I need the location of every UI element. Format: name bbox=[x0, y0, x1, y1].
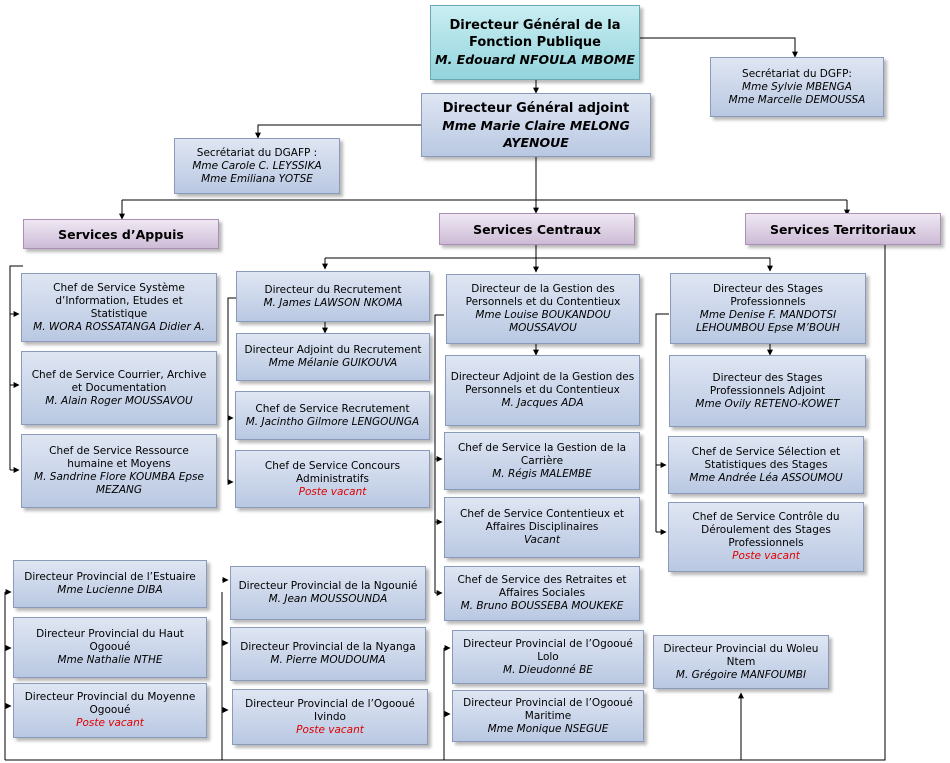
province-name-ogooue-maritime: Mme Monique NSEGUE bbox=[487, 722, 609, 735]
gestion-chef1-title: Chef de Service la Gestion de la Carrièr… bbox=[457, 441, 627, 467]
stages-chef1-title: Chef de Service Sélection et Statistique… bbox=[691, 445, 841, 471]
appuis-name-3: M. Sandrine Flore KOUMBA Epse MEZANG bbox=[34, 471, 204, 496]
gestion-chef3-title: Chef de Service des Retraites et Affaire… bbox=[457, 574, 627, 599]
category-appuis-label: Services d’Appuis bbox=[58, 226, 184, 242]
recrutement-director-name: M. James LAWSON NKOMA bbox=[263, 296, 403, 309]
recrutement-chef2-title: Chef de Service Concours Administratifs bbox=[264, 459, 401, 485]
appuis-title-3: Chef de Service Ressource humaine et Moy… bbox=[49, 445, 189, 470]
province-box-ogooue-maritime: Directeur Provincial de l’Ogooué Maritim… bbox=[452, 690, 644, 742]
province-box-ogooue-lolo: Directeur Provincial de l’Ogooué Lolo M.… bbox=[452, 630, 644, 684]
sec-dgfp-box: Secrétariat du DGFP: Mme Sylvie MBENGA M… bbox=[710, 57, 884, 117]
appuis-title-1: Chef de Service Système d’Information, E… bbox=[53, 281, 185, 320]
province-name-moyenne-ogooue: Poste vacant bbox=[76, 717, 144, 729]
category-services-territoriaux: Services Territoriaux bbox=[745, 213, 941, 245]
appuis-box-2: Chef de Service Courrier, Archive et Doc… bbox=[21, 351, 217, 425]
province-name-woleu-ntem: M. Grégoire MANFOUMBI bbox=[675, 668, 807, 681]
province-title-ogooue-ivindo: Directeur Provincial de l’Ogooué Ivindo bbox=[245, 697, 415, 723]
province-title-estuaire: Directeur Provincial de l’Estuaire bbox=[24, 571, 196, 583]
appuis-title-2: Chef de Service Courrier, Archive et Doc… bbox=[31, 368, 207, 394]
gestion-director-box: Directeur de la Gestion des Personnels e… bbox=[446, 274, 640, 344]
province-name-ngounie: M. Jean MOUSSOUNDA bbox=[268, 593, 388, 605]
stages-director-name: Mme Denise F. MANDOTSI LEHOUMBOU Epse M’… bbox=[696, 308, 840, 334]
stages-adjoint-box: Directeur des Stages Professionnels Adjo… bbox=[669, 355, 866, 427]
province-name-haut-ogooue: Mme Nathalie NTHE bbox=[57, 654, 163, 666]
recrutement-adjoint-title: Directeur Adjoint du Recrutement bbox=[244, 344, 422, 356]
province-box-estuaire: Directeur Provincial de l’Estuaire Mme L… bbox=[13, 560, 207, 608]
gestion-adjoint-box: Directeur Adjoint de la Gestion des Pers… bbox=[445, 355, 640, 426]
dga-box: Directeur Général adjoint Mme Marie Clai… bbox=[421, 93, 651, 157]
province-title-nyanga: Directeur Provincial de la Nyanga bbox=[240, 641, 416, 653]
sec-dgfp-name-1: Mme Sylvie MBENGA bbox=[742, 80, 852, 93]
dg-name: M. Edouard NFOULA MBOME bbox=[435, 52, 635, 67]
category-territoriaux-label: Services Territoriaux bbox=[769, 221, 917, 237]
sec-dgafp-box: Secrétariat du DGAFP : Mme Carole C. LEY… bbox=[174, 138, 340, 194]
gestion-chef1-box: Chef de Service la Gestion de la Carrièr… bbox=[444, 432, 640, 490]
appuis-name-1: M. WORA ROSSATANGA Didier A. bbox=[33, 320, 205, 333]
recrutement-adjoint-box: Directeur Adjoint du Recrutement Mme Mél… bbox=[236, 333, 430, 381]
appuis-box-3: Chef de Service Ressource humaine et Moy… bbox=[21, 434, 217, 508]
sec-dgafp-title: Secrétariat du DGAFP : bbox=[196, 146, 318, 159]
gestion-chef2-title: Chef de Service Contentieux et Affaires … bbox=[459, 508, 624, 533]
recrutement-chef1-box: Chef de Service Recrutement M. Jacintho … bbox=[235, 391, 430, 440]
gestion-chef3-name: M. Bruno BOUSSEBA MOUKEKE bbox=[460, 600, 624, 612]
dga-name: Mme Marie Claire MELONG AYENOUE bbox=[442, 117, 630, 150]
recrutement-chef2-box: Chef de Service Concours Administratifs … bbox=[235, 450, 430, 508]
stages-director-title: Directeur des Stages Professionnels bbox=[713, 282, 823, 308]
sec-dgfp-title: Secrétariat du DGFP: bbox=[742, 67, 852, 80]
stages-chef1-name: Mme Andrée Léa ASSOUMOU bbox=[689, 471, 843, 484]
province-box-haut-ogooue: Directeur Provincial du Haut Ogooué Mme … bbox=[13, 617, 207, 678]
dg-title: Directeur Général de la Fonction Publiqu… bbox=[449, 18, 621, 50]
province-title-ngounie: Directeur Provincial de la Ngounié bbox=[238, 580, 418, 592]
province-title-ogooue-maritime: Directeur Provincial de l’Ogooué Maritim… bbox=[463, 696, 633, 722]
recrutement-adjoint-name: Mme Mélanie GUIKOUVA bbox=[268, 357, 398, 369]
province-name-ogooue-lolo: M. Dieudonné BE bbox=[503, 663, 593, 676]
gestion-director-title: Directeur de la Gestion des Personnels e… bbox=[465, 283, 621, 308]
province-box-woleu-ntem: Directeur Provincial du Woleu Ntem M. Gr… bbox=[653, 635, 829, 689]
stages-director-box: Directeur des Stages Professionnels Mme … bbox=[670, 273, 866, 344]
province-box-nyanga: Directeur Provincial de la Nyanga M. Pie… bbox=[230, 627, 426, 681]
gestion-chef1-name: M. Régis MALEMBE bbox=[492, 467, 592, 480]
stages-chef2-title: Chef de Service Contrôle du Déroulement … bbox=[692, 511, 840, 549]
dg-box: Directeur Général de la Fonction Publiqu… bbox=[430, 5, 640, 80]
recrutement-chef1-name: M. Jacintho Gilmore LENGOUNGA bbox=[245, 415, 420, 428]
province-title-ogooue-lolo: Directeur Provincial de l’Ogooué Lolo bbox=[463, 637, 633, 663]
province-box-ogooue-ivindo: Directeur Provincial de l’Ogooué Ivindo … bbox=[232, 689, 428, 745]
gestion-adjoint-name: M. Jacques ADA bbox=[501, 397, 584, 409]
category-centraux-label: Services Centraux bbox=[473, 221, 601, 237]
province-name-estuaire: Mme Lucienne DIBA bbox=[57, 584, 163, 596]
stages-adjoint-title: Directeur des Stages Professionnels Adjo… bbox=[709, 371, 826, 397]
province-box-moyenne-ogooue: Directeur Provincial du Moyenne Ogooué P… bbox=[13, 683, 207, 738]
province-title-woleu-ntem: Directeur Provincial du Woleu Ntem bbox=[663, 642, 819, 668]
gestion-chef2-name: Vacant bbox=[524, 534, 560, 546]
category-services-appuis: Services d’Appuis bbox=[23, 219, 219, 249]
appuis-name-2: M. Alain Roger MOUSSAVOU bbox=[45, 394, 193, 407]
stages-chef2-name: Poste vacant bbox=[732, 550, 800, 562]
province-title-haut-ogooue: Directeur Provincial du Haut Ogooué bbox=[36, 628, 184, 653]
appuis-box-1: Chef de Service Système d’Information, E… bbox=[21, 273, 217, 342]
gestion-chef3-box: Chef de Service des Retraites et Affaire… bbox=[444, 566, 640, 621]
stages-chef2-box: Chef de Service Contrôle du Déroulement … bbox=[668, 502, 864, 572]
province-name-ogooue-ivindo: Poste vacant bbox=[296, 723, 364, 736]
province-box-ngounie: Directeur Provincial de la Ngounié M. Je… bbox=[230, 566, 426, 620]
recrutement-chef2-name: Poste vacant bbox=[298, 485, 367, 498]
gestion-chef2-box: Chef de Service Contentieux et Affaires … bbox=[444, 497, 640, 558]
sec-dgafp-name-1: Mme Carole C. LEYSSIKA bbox=[192, 159, 322, 172]
sec-dgafp-name-2: Mme Emiliana YOTSE bbox=[201, 172, 313, 185]
recrutement-director-box: Directeur du Recrutement M. James LAWSON… bbox=[236, 271, 430, 322]
category-services-centraux: Services Centraux bbox=[439, 213, 635, 245]
gestion-director-name: Mme Louise BOUKANDOU MOUSSAVOU bbox=[475, 309, 611, 334]
province-name-nyanga: M. Pierre MOUDOUMA bbox=[270, 654, 386, 666]
dga-title: Directeur Général adjoint bbox=[442, 100, 630, 116]
recrutement-director-title: Directeur du Recrutement bbox=[264, 283, 402, 296]
stages-adjoint-name: Mme Ovily RETENO-KOWET bbox=[695, 397, 840, 410]
gestion-adjoint-title: Directeur Adjoint de la Gestion des Pers… bbox=[450, 371, 635, 396]
sec-dgfp-name-2: Mme Marcelle DEMOUSSA bbox=[728, 93, 866, 106]
recrutement-chef1-title: Chef de Service Recrutement bbox=[255, 402, 410, 415]
stages-chef1-box: Chef de Service Sélection et Statistique… bbox=[668, 436, 864, 494]
province-title-moyenne-ogooue: Directeur Provincial du Moyenne Ogooué bbox=[24, 691, 196, 716]
